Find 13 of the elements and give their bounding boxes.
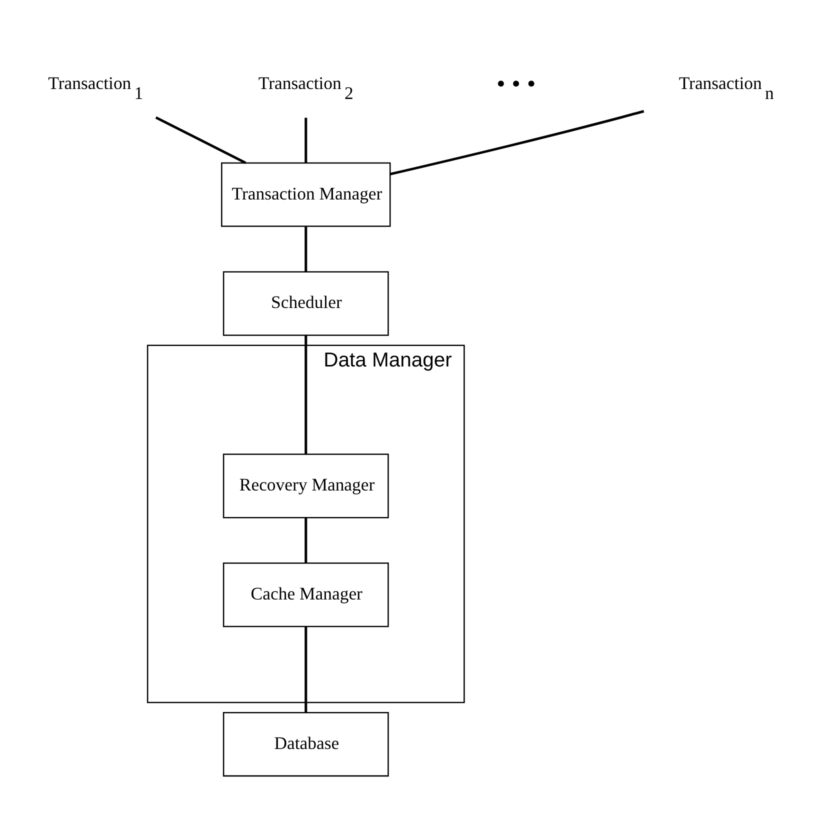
node-box: Scheduler — [222, 270, 389, 336]
connector — [304, 334, 308, 454]
connector — [304, 626, 308, 712]
label: • • • — [496, 70, 536, 98]
node-box: Recovery Manager — [222, 453, 389, 518]
connector — [390, 110, 644, 175]
connector — [304, 517, 308, 562]
node-box: Transaction Manager — [221, 162, 391, 226]
connector — [304, 117, 308, 162]
connector — [155, 116, 246, 164]
node-box: Database — [222, 711, 389, 776]
connector — [304, 226, 308, 272]
node-box: Cache Manager — [222, 562, 389, 627]
